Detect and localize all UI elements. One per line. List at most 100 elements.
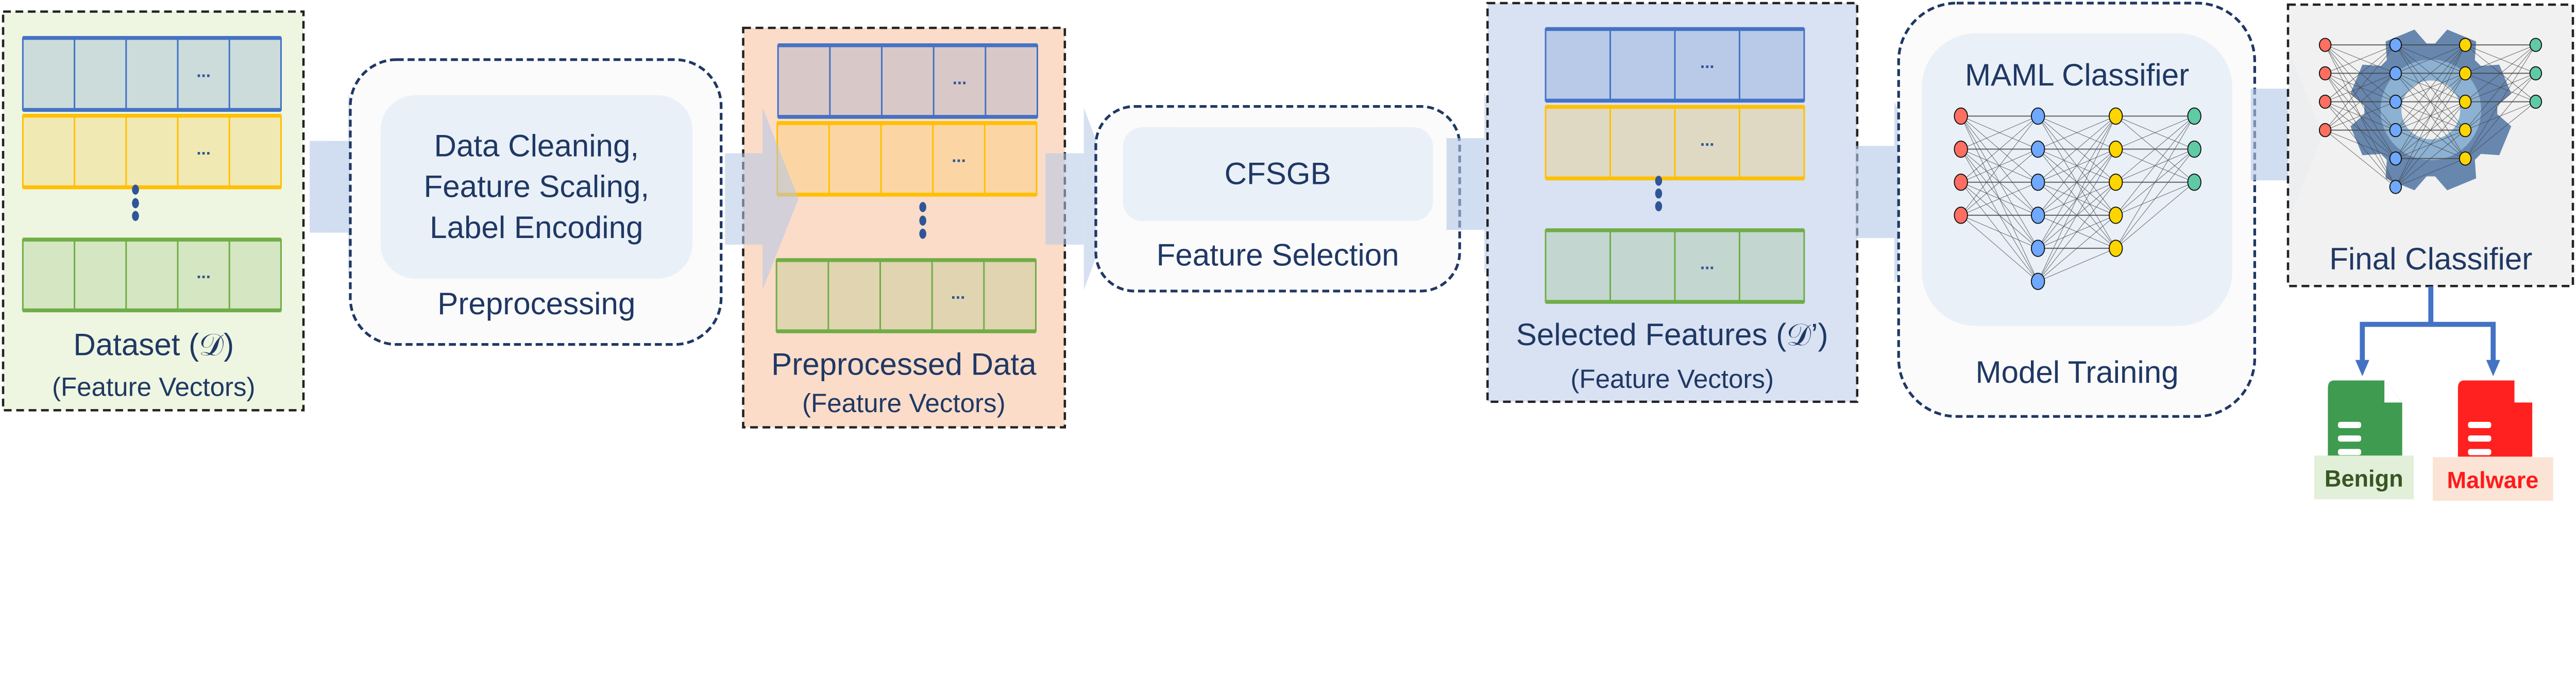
feature-selection-step: CFSGB Feature Selection — [1094, 105, 1461, 293]
nn-edge — [2395, 44, 2466, 74]
vector-row-blue: ... — [777, 43, 1039, 119]
nn-node — [2030, 273, 2045, 290]
nn-edge — [2038, 116, 2116, 249]
arrow-2 — [725, 107, 799, 290]
malware-label: Malware — [2447, 467, 2539, 493]
nn-edge — [1960, 115, 2039, 183]
nn-node — [2318, 66, 2332, 81]
dataset-panel: ......... Dataset (𝒟) (Feature Vectors) — [2, 10, 305, 412]
dataset-title: Dataset (𝒟) — [73, 328, 234, 362]
final-neural-network — [2318, 38, 2543, 194]
preprocessing-label: Preprocessing — [437, 286, 635, 321]
vertical-dot — [1655, 176, 1663, 186]
nn-node — [2108, 207, 2123, 224]
nn-node — [2108, 107, 2123, 125]
pipeline-diagram: ......... Dataset (𝒟) (Feature Vectors) … — [2, 2, 2574, 501]
nn-edge — [2465, 44, 2536, 159]
nn-node — [1954, 207, 1968, 224]
nn-edge — [2465, 44, 2536, 130]
vertical-dot — [132, 184, 139, 195]
nn-edge — [1960, 115, 2038, 150]
nn-edge — [2038, 115, 2116, 183]
dataset-subtitle: (Feature Vectors) — [52, 372, 256, 402]
vector-row-blue: ... — [22, 36, 282, 112]
nn-node — [2030, 207, 2045, 224]
nn-node — [2108, 140, 2123, 158]
nn-edge — [2115, 115, 2195, 183]
nn-edge — [2395, 130, 2466, 188]
preprocessing-step: Data Cleaning, Feature Scaling, Label En… — [349, 58, 723, 346]
malware-document-icon — [2458, 380, 2533, 457]
nn-node — [2030, 107, 2045, 125]
nn-node — [2187, 174, 2201, 191]
nn-edge — [2038, 248, 2116, 282]
nn-node — [2030, 140, 2045, 158]
nn-node — [2389, 151, 2402, 166]
preprocessed-vectors: ......... — [775, 43, 1039, 333]
dataset-vectors: ......... — [22, 36, 282, 313]
nn-edge — [2395, 101, 2466, 188]
nn-node — [2529, 38, 2543, 52]
cell-ellipsis: ... — [196, 140, 211, 159]
nn-node — [2459, 123, 2472, 138]
final-classifier-panel: Final Classifier — [2286, 3, 2574, 287]
cell-ellipsis: ... — [1700, 254, 1715, 274]
nn-node — [2318, 38, 2332, 52]
vertical-dot — [132, 198, 139, 209]
vertical-dot — [1655, 188, 1663, 199]
nn-node — [2389, 94, 2402, 109]
nn-node — [1954, 174, 1968, 191]
nn-edge — [2038, 149, 2116, 282]
nn-edge — [2325, 44, 2396, 102]
nn-edge — [2115, 116, 2195, 249]
vector-row-yellow: ... — [776, 121, 1038, 197]
nn-node — [2108, 240, 2123, 257]
preprocessing-line-2: Feature Scaling, — [424, 169, 650, 203]
nn-edge — [2395, 158, 2466, 188]
nn-node — [1954, 107, 1968, 125]
vector-row-blue: ... — [1545, 27, 1805, 103]
nn-node — [2459, 38, 2472, 52]
nn-node — [2459, 66, 2472, 81]
nn-edge — [1960, 215, 2038, 249]
model-training-step: MAML Classifier Model Training — [1897, 2, 2257, 418]
benign-document-icon — [2328, 380, 2402, 457]
nn-edge — [2325, 44, 2396, 130]
final-classifier-label: Final Classifier — [2329, 242, 2532, 276]
preprocessing-line-1: Data Cleaning, — [434, 129, 639, 163]
vertical-dot — [919, 229, 926, 239]
nn-edge — [2038, 116, 2116, 282]
vertical-dot — [919, 202, 926, 212]
selected-subtitle: (Feature Vectors) — [1570, 364, 1774, 394]
nn-edge — [2395, 44, 2466, 188]
arrowheads — [2355, 360, 2500, 377]
benign-badge — [2314, 455, 2414, 500]
model-training-label: Model Training — [1975, 355, 2178, 389]
preprocessed-panel: ......... Preprocessed Data (Feature Vec… — [742, 26, 1066, 429]
maml-neural-network — [1954, 107, 2201, 290]
nn-edge — [2038, 182, 2116, 282]
nn-edge — [2038, 116, 2116, 216]
nn-node — [1954, 140, 1968, 158]
cell-ellipsis: ... — [953, 69, 967, 88]
selected-vectors: ......... — [1545, 27, 1805, 304]
nn-edge — [2325, 130, 2396, 159]
nn-node — [2389, 123, 2402, 138]
feature-selection-method: CFSGB — [1225, 157, 1331, 191]
maml-classifier-title: MAML Classifier — [1965, 58, 2189, 92]
nn-edge — [2115, 116, 2195, 216]
nn-node — [2187, 107, 2201, 125]
benign-label: Benign — [2325, 465, 2403, 491]
selected-features-panel: ......... Selected Features (𝒟’) (Featur… — [1486, 2, 1859, 403]
cell-ellipsis: ... — [1700, 53, 1715, 72]
output-connector — [2360, 286, 2496, 362]
nn-edge — [1960, 149, 2039, 216]
nn-edge — [2115, 149, 2195, 249]
nn-node — [2030, 174, 2045, 191]
nn-edge — [2115, 115, 2195, 150]
cell-ellipsis: ... — [196, 62, 211, 81]
selected-title: Selected Features (𝒟’) — [1516, 317, 1828, 352]
nn-node — [2529, 94, 2543, 109]
nn-edge — [2325, 101, 2396, 131]
nn-edge — [2465, 101, 2536, 159]
